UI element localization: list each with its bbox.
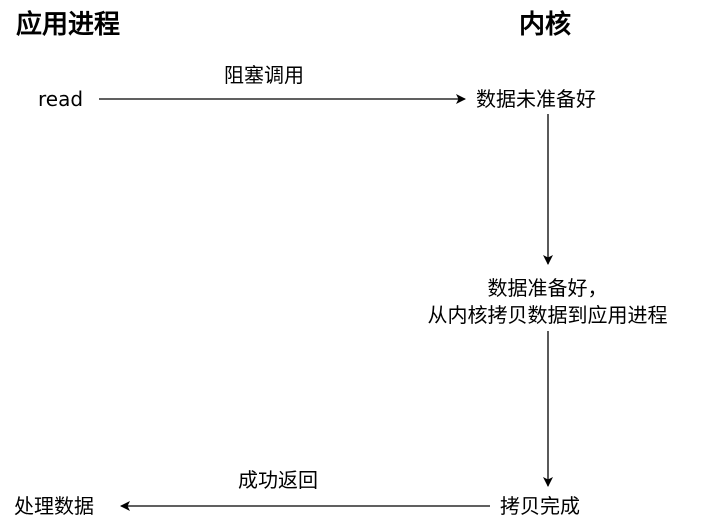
node-read: read [38,87,84,111]
node-data-ready-line1: 数据准备好， [487,276,608,300]
edge-label-blocking-call: 阻塞调用 [224,63,304,87]
edge-label-return-success: 成功返回 [238,468,318,492]
node-data-not-ready: 数据未准备好 [476,87,596,111]
node-data-ready-line2: 从内核拷贝数据到应用进程 [427,303,668,327]
node-copy-done: 拷贝完成 [500,494,580,518]
node-data-ready: 数据准备好， 从内核拷贝数据到应用进程 [390,275,705,329]
heading-kernel: 内核 [519,10,572,40]
heading-app-process: 应用进程 [16,10,121,40]
node-process-data: 处理数据 [14,494,94,518]
